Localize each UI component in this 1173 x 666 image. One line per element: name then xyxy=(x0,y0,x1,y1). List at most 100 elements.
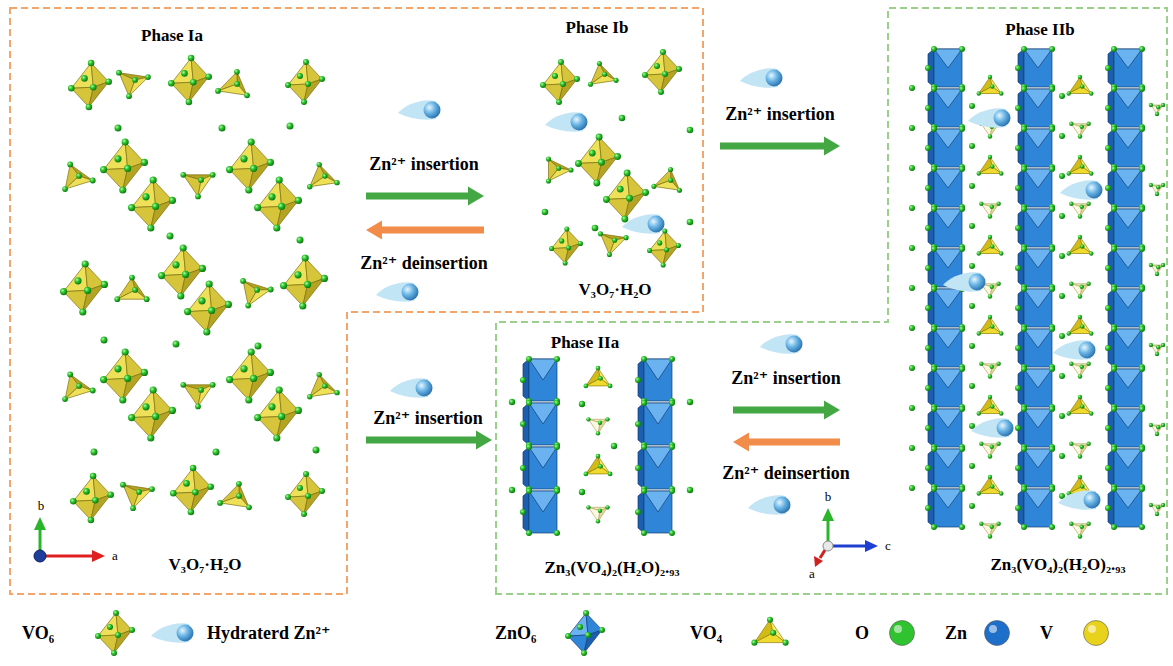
oxygen-atom xyxy=(1086,282,1090,286)
oxygen-atom xyxy=(969,303,975,309)
oxygen-atom xyxy=(1049,166,1055,172)
reaction-arrow xyxy=(733,433,840,452)
oxygen-atom xyxy=(1105,305,1111,311)
oxygen-atom xyxy=(1080,445,1084,449)
oxygen-atom xyxy=(1049,486,1055,492)
octahedron-face xyxy=(258,390,282,418)
oxygen-atom xyxy=(909,365,915,371)
zno6-face xyxy=(934,209,962,228)
zno6-octahedron xyxy=(1024,169,1052,207)
oxygen-atom xyxy=(578,241,583,246)
tetrahedron-face xyxy=(218,84,247,95)
octahedron-face xyxy=(304,79,322,102)
oxygen-atom xyxy=(297,237,304,244)
oxygen-atom xyxy=(990,84,994,88)
tetrahedron-face xyxy=(609,238,626,255)
axis-head xyxy=(822,508,834,521)
zno6-octahedron xyxy=(529,403,557,445)
oxygen-atom xyxy=(248,138,255,145)
arrow-shaft xyxy=(733,407,826,414)
oxygen-atom xyxy=(575,160,582,167)
oxygen-atom xyxy=(234,69,240,75)
oxygen-atom xyxy=(526,400,532,406)
oxygen-atom xyxy=(988,235,992,239)
oxygen-atom xyxy=(1059,93,1065,99)
oxygen-atom xyxy=(255,343,262,350)
oxygen-atom xyxy=(687,127,694,134)
oxygen-atom xyxy=(996,362,1000,366)
oxygen-atom xyxy=(301,511,307,517)
oxygen-atom xyxy=(1015,305,1021,311)
oxygen-atom xyxy=(62,186,68,192)
oxygen-atom xyxy=(254,414,261,421)
oxygen-atom xyxy=(1139,46,1145,52)
oxygen-atom xyxy=(770,630,776,636)
octahedron-face xyxy=(607,173,630,199)
oxygen-atom xyxy=(979,522,983,526)
tetrahedron-face xyxy=(990,477,1001,494)
oxygen-atom xyxy=(687,399,693,405)
tetrahedron-face xyxy=(990,237,1001,254)
oxygen-atom xyxy=(925,185,931,191)
oxygen-atom xyxy=(581,650,587,656)
hydrated-zn-icon xyxy=(943,272,986,291)
axis-line xyxy=(45,555,94,558)
oxygen-atom xyxy=(969,343,975,349)
oxygen-atom xyxy=(1139,126,1145,132)
zno6-face xyxy=(1114,369,1142,388)
oxygen-atom xyxy=(554,356,560,362)
oxygen-atom xyxy=(1149,503,1153,507)
oxygen-atom xyxy=(295,407,302,414)
oxygen-atom xyxy=(267,159,274,166)
zno6-octahedron xyxy=(1024,409,1052,447)
oxygen-atom xyxy=(92,497,99,504)
oxygen-atom xyxy=(979,362,983,366)
oxygen-atom xyxy=(128,204,135,211)
oxygen-atom xyxy=(129,627,135,633)
zno6-face xyxy=(529,491,557,512)
phase-panel: Phase IIbZn₃(VO₄)₂(H₂O)₂.₉₃ xyxy=(848,12,1166,590)
tetrahedron-face xyxy=(198,175,213,197)
octahedron-face xyxy=(552,229,569,249)
tetrahedron-face xyxy=(198,385,213,407)
oxygen-atom xyxy=(969,503,975,509)
oxygen-atom xyxy=(1069,282,1073,286)
oxygen-atom xyxy=(190,465,197,472)
hydrated-zn-icon xyxy=(622,214,665,233)
zno6-face xyxy=(1024,449,1052,468)
oxygen-atom xyxy=(554,488,560,494)
oxygen-atom xyxy=(307,184,312,189)
octahedron-face xyxy=(645,52,665,75)
oxygen-atom xyxy=(180,172,186,178)
oxygen-atom xyxy=(959,446,965,452)
oxygen-atom xyxy=(1021,406,1027,412)
zno6-face xyxy=(1024,89,1052,108)
zno6-face xyxy=(934,249,962,268)
oxygen-atom xyxy=(1086,362,1090,366)
zno6-octahedron xyxy=(934,209,962,247)
oxygen-atom xyxy=(1059,373,1065,379)
oxygen-atom xyxy=(90,473,97,480)
axis-label: a xyxy=(112,549,118,563)
oxygen-atom xyxy=(268,287,274,293)
oxygen-atom xyxy=(1078,294,1082,298)
oxygen-atom xyxy=(931,126,937,132)
axis-head xyxy=(814,556,823,567)
arrow-head xyxy=(476,431,492,450)
octahedron-face xyxy=(132,390,156,418)
oxygen-atom xyxy=(1078,395,1082,399)
oxygen-atom xyxy=(313,447,320,454)
oxygen-atom xyxy=(999,411,1003,415)
zn-ion xyxy=(424,102,441,119)
tetrahedron-face xyxy=(1080,237,1091,254)
octahedron-face xyxy=(71,63,93,88)
zno6-face xyxy=(644,403,672,424)
zno6-octahedron xyxy=(644,491,672,533)
oxygen-atom xyxy=(676,243,681,248)
oxygen-atom xyxy=(664,247,669,252)
tetrahedron-face xyxy=(133,489,152,508)
oxygen-atom xyxy=(988,454,992,458)
oxygen-atom xyxy=(925,265,931,271)
legend-text: VO₆ xyxy=(22,623,54,644)
oxygen-atom xyxy=(546,178,551,183)
